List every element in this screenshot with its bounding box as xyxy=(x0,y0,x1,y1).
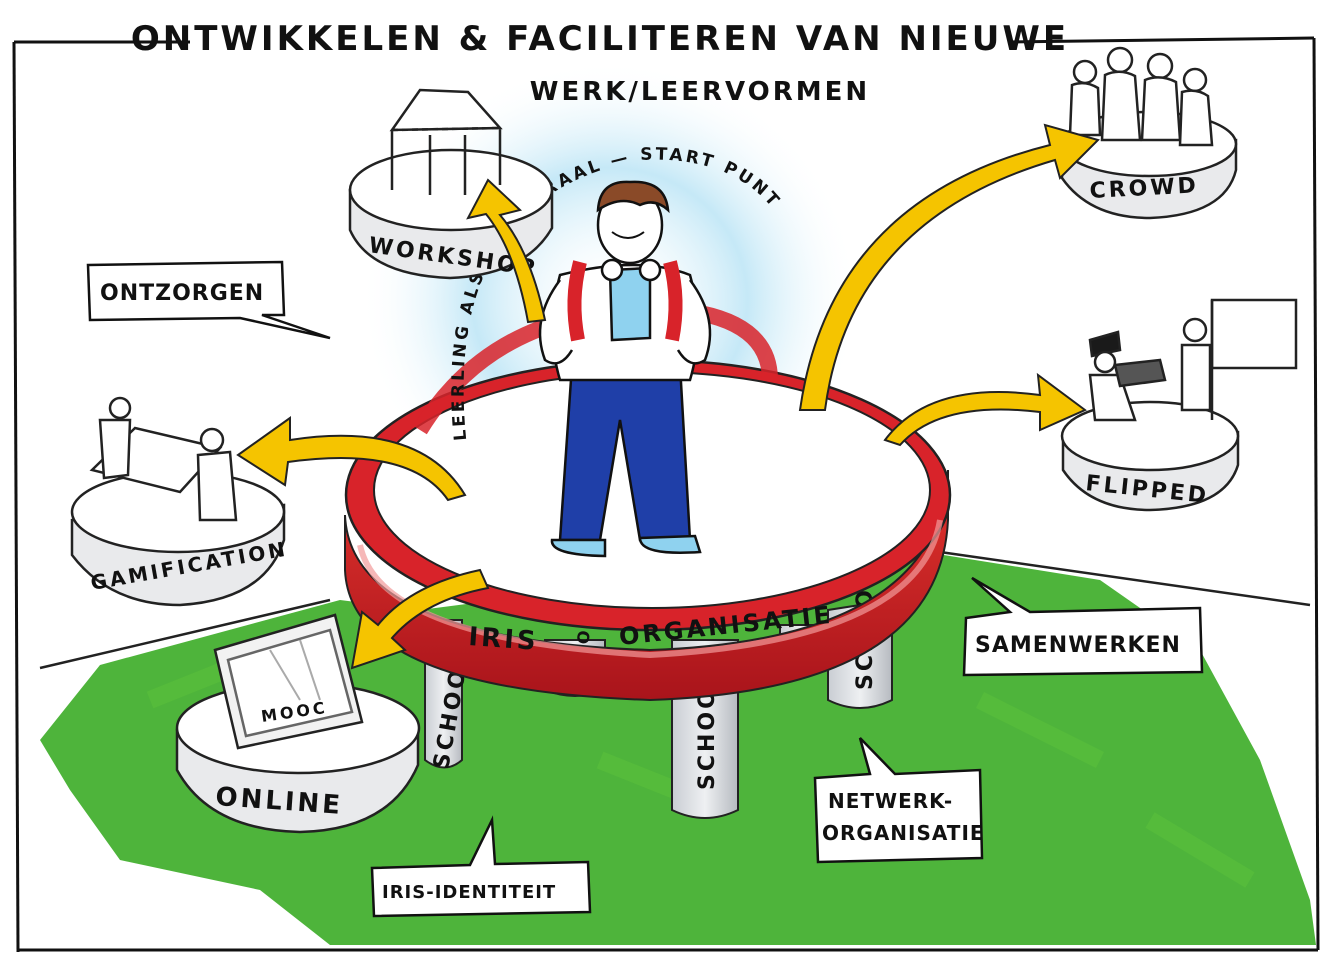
frame xyxy=(12,36,1320,953)
callout-text-iris-identiteit: IRIS-IDENTITEIT xyxy=(382,882,556,903)
arrows xyxy=(236,123,1100,670)
arrow-to-gamification xyxy=(236,416,467,502)
arrow-to-flipped xyxy=(883,372,1087,447)
title-line-1: ONTWIKKELEN & FACILITEREN VAN NIEUWE xyxy=(131,19,1069,59)
callout-netwerk xyxy=(813,737,984,864)
callout-ontzorgen xyxy=(86,260,331,340)
callout-iris-identiteit xyxy=(370,815,592,918)
platform-online xyxy=(175,613,421,834)
platform-flipped xyxy=(1060,298,1298,512)
horizon-line xyxy=(39,550,1311,670)
arrow-to-workshop xyxy=(466,178,547,324)
callout-text-samenwerken: SAMENWERKEN xyxy=(975,633,1181,658)
platform-label-crowd: CROWD xyxy=(1089,173,1199,204)
callout-text-netwerk-2: ORGANISATIE xyxy=(822,821,985,845)
ring-label-iris: IRIS xyxy=(468,622,540,657)
title-line-2: WERK/LEERVORMEN xyxy=(530,77,870,107)
student-figure xyxy=(538,180,712,558)
callout-text-ontzorgen: ONTZORGEN xyxy=(100,281,264,306)
arrow-to-online xyxy=(350,568,490,670)
platform-crowd xyxy=(1060,46,1238,220)
callout-samenwerken xyxy=(962,576,1204,677)
callout-text-netwerk-1: NETWERK- xyxy=(828,789,953,813)
platform-gamification xyxy=(70,396,286,607)
arrow-to-crowd xyxy=(798,123,1100,411)
